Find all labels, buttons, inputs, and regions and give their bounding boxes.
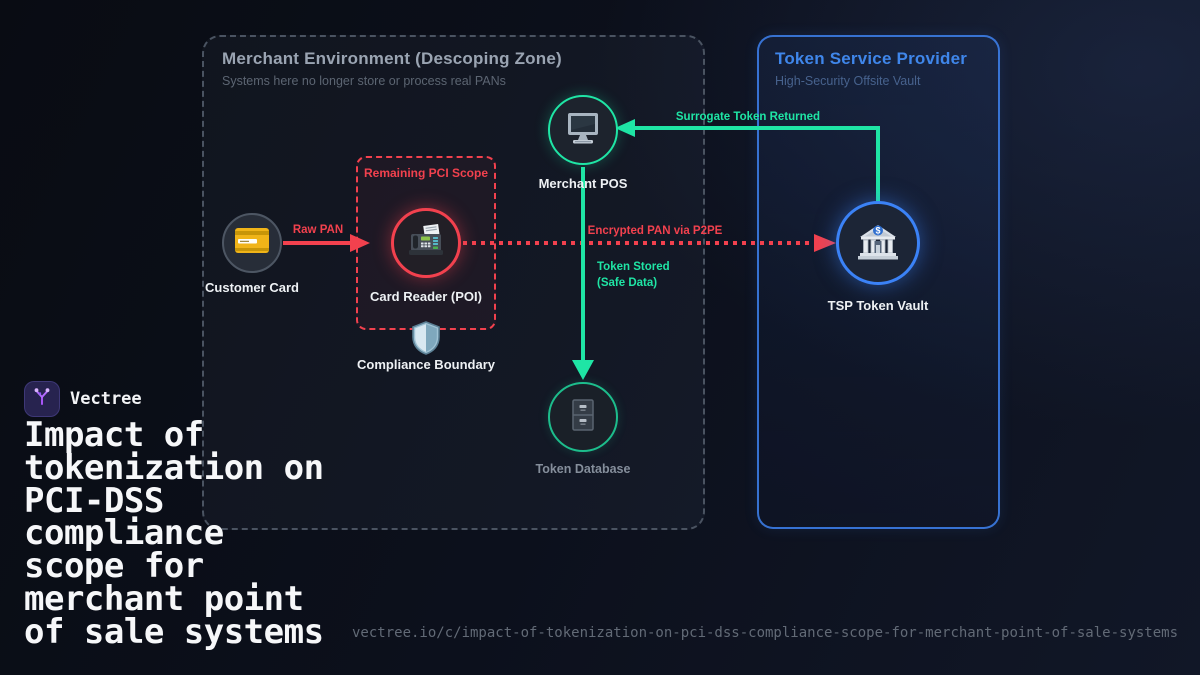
token-database-node	[548, 382, 618, 452]
merchant-pos-node	[548, 95, 618, 165]
vectree-logo	[24, 381, 60, 417]
raw-pan-arrowhead-icon	[350, 234, 370, 252]
merchant-environment-zone	[202, 35, 705, 530]
merchant-zone-title: Merchant Environment (Descoping Zone)	[222, 49, 562, 68]
tsp-zone-title: Token Service Provider	[775, 49, 968, 68]
surrogate-token-edge-vertical-line	[876, 126, 880, 204]
token-database-label: Token Database	[535, 462, 631, 476]
page-title-line: Impact of	[24, 415, 204, 455]
customer-card-label: Customer Card	[205, 280, 299, 295]
shield-icon	[410, 321, 442, 355]
raw-pan-edge-label: Raw PAN	[292, 224, 344, 236]
card-reader-label: Card Reader (POI)	[370, 289, 482, 304]
token-stored-edge-sublabel: (Safe Data)	[597, 277, 658, 289]
encrypted-pan-arrowhead-icon	[814, 234, 836, 252]
bank-icon: $	[855, 219, 901, 268]
desktop-computer-icon	[564, 110, 602, 151]
page-url: vectree.io/c/impact-of-tokenization-on-p…	[352, 625, 1179, 641]
merchant-zone-subtitle: Systems here no longer store or process …	[222, 74, 506, 88]
surrogate-token-edge-horizontal-line	[632, 126, 880, 130]
page-title-line: scope for	[24, 546, 204, 587]
surrogate-token-edge-label: Surrogate Token Returned	[675, 111, 821, 123]
svg-text:$: $	[875, 225, 880, 235]
vectree-branch-icon	[31, 386, 53, 413]
compliance-boundary-label: Compliance Boundary	[357, 357, 495, 372]
encrypted-pan-edge-line	[463, 241, 816, 245]
token-stored-edge-label: Token Stored	[597, 261, 670, 273]
brand-name: Vectree	[70, 389, 142, 409]
encrypted-pan-edge-label: Encrypted PAN via P2PE	[587, 225, 723, 237]
raw-pan-edge-line	[283, 241, 353, 245]
credit-card-icon	[234, 227, 270, 259]
tsp-token-vault-node: $	[836, 201, 920, 285]
token-stored-arrowhead-icon	[572, 360, 594, 380]
card-reader-node	[391, 208, 461, 278]
file-cabinet-icon	[566, 397, 600, 438]
page-title-line: of sale systems	[24, 611, 324, 652]
page-title-line: PCI-DSS	[24, 480, 164, 521]
card-reader-icon	[407, 223, 445, 264]
merchant-zone-header: Merchant Environment (Descoping Zone) Sy…	[222, 49, 562, 88]
customer-card-node	[222, 213, 282, 273]
page-title: Impact of tokenization on PCI-DSS compli…	[24, 415, 364, 652]
merchant-pos-label: Merchant POS	[538, 176, 628, 191]
page-title-line: tokenization on	[24, 447, 324, 488]
remaining-pci-scope-label: Remaining PCI Scope	[363, 166, 489, 180]
surrogate-token-arrowhead-icon	[615, 119, 635, 137]
tsp-zone-subtitle: High-Security Offsite Vault	[775, 74, 921, 88]
tsp-token-vault-label: TSP Token Vault	[827, 298, 929, 313]
token-stored-edge-line	[581, 167, 585, 362]
page-title-line: compliance	[24, 513, 224, 554]
page-title-line: merchant point	[24, 578, 304, 619]
tsp-zone-header: Token Service Provider High-Security Off…	[775, 49, 967, 88]
